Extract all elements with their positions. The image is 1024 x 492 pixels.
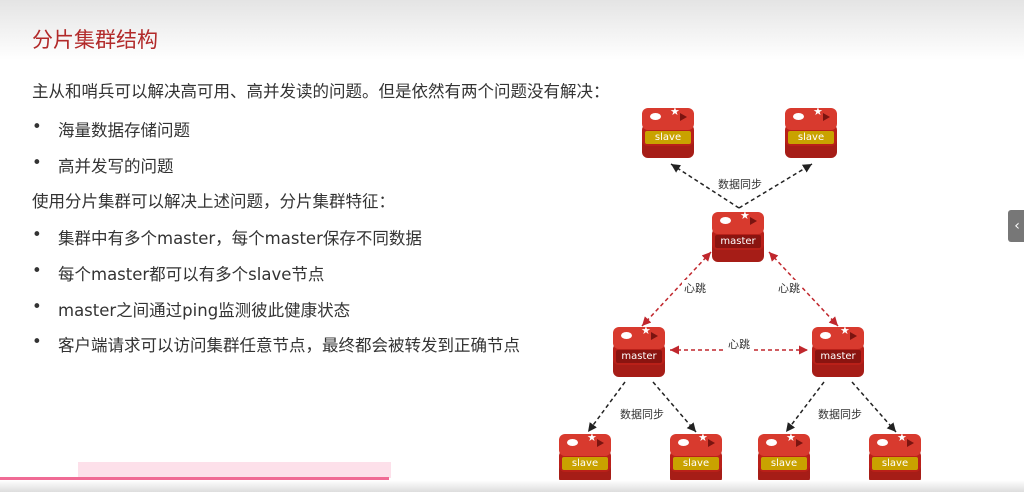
video-bottom-bar [0, 480, 1024, 492]
circle-icon [567, 439, 578, 446]
node-label: master [815, 350, 861, 363]
side-panel-toggle-button[interactable]: ‹ [1008, 210, 1024, 242]
solution-text: 使用分片集群可以解决上述问题，分片集群特征： [32, 192, 395, 211]
node-label: slave [562, 457, 608, 470]
node-label: slave [872, 457, 918, 470]
feature-item: 每个master都可以有多个slave节点 [58, 265, 325, 284]
star-icon: ★ [641, 324, 651, 337]
problem-item: 高并发写的问题 [58, 157, 174, 176]
sync-label: 数据同步 [618, 406, 666, 422]
heartbeat-label: 心跳 [726, 336, 752, 352]
star-icon: ★ [587, 431, 597, 444]
star-icon: ★ [897, 431, 907, 444]
triangle-icon [651, 332, 658, 340]
redis-slave-node: ★ slave [640, 105, 696, 160]
redis-master-node: ★ master [810, 324, 866, 379]
star-icon: ★ [740, 209, 750, 222]
sync-arrow [738, 163, 813, 209]
slide-title: 分片集群结构 [32, 28, 158, 52]
bullet-dot: • [32, 117, 42, 136]
triangle-icon [823, 113, 830, 121]
redis-slave-node: ★ slave [668, 431, 724, 486]
node-label: slave [761, 457, 807, 470]
redis-master-node: ★ master [611, 324, 667, 379]
circle-icon [877, 439, 888, 446]
circle-icon [678, 439, 689, 446]
bullet-dot: • [32, 261, 42, 280]
star-icon: ★ [840, 324, 850, 337]
redis-slave-node: ★ slave [867, 431, 923, 486]
star-icon: ★ [698, 431, 708, 444]
node-label: slave [788, 131, 834, 144]
circle-icon [621, 332, 632, 339]
triangle-icon [907, 439, 914, 447]
bullet-dot: • [32, 225, 42, 244]
bullet-dot: • [32, 332, 42, 351]
circle-icon [793, 113, 804, 120]
star-icon: ★ [813, 105, 823, 118]
triangle-icon [796, 439, 803, 447]
circle-icon [720, 217, 731, 224]
circle-icon [820, 332, 831, 339]
node-label: master [715, 235, 761, 248]
feature-item: 客户端请求可以访问集群任意节点，最终都会被转发到正确节点 [58, 336, 520, 355]
bullet-dot: • [32, 297, 42, 316]
triangle-icon [708, 439, 715, 447]
sync-label: 数据同步 [716, 176, 764, 192]
bullet-dot: • [32, 153, 42, 172]
redis-slave-node: ★ slave [557, 431, 613, 486]
triangle-icon [750, 217, 757, 225]
subtitle-overlay [78, 462, 391, 478]
sync-arrow [785, 381, 825, 433]
sync-arrow [587, 381, 626, 433]
sync-arrow [652, 381, 697, 433]
feature-item: 集群中有多个master，每个master保存不同数据 [58, 229, 422, 248]
redis-slave-node: ★ slave [756, 431, 812, 486]
redis-slave-node: ★ slave [783, 105, 839, 160]
top-bar [0, 0, 1024, 60]
heartbeat-label: 心跳 [776, 280, 802, 296]
heartbeat-label: 心跳 [682, 280, 708, 296]
triangle-icon [597, 439, 604, 447]
circle-icon [650, 113, 661, 120]
redis-master-node: ★ master [710, 209, 766, 264]
triangle-icon [850, 332, 857, 340]
heartbeat-arrow [641, 251, 712, 327]
star-icon: ★ [786, 431, 796, 444]
problem-item: 海量数据存储问题 [58, 121, 190, 140]
node-label: slave [673, 457, 719, 470]
sync-label: 数据同步 [816, 406, 864, 422]
node-label: slave [645, 131, 691, 144]
heartbeat-arrow [768, 251, 839, 327]
intro-text: 主从和哨兵可以解决高可用、高并发读的问题。但是依然有两个问题没有解决： [32, 82, 610, 101]
node-label: master [616, 350, 662, 363]
video-progress-bar[interactable] [0, 477, 390, 480]
triangle-icon [680, 113, 687, 121]
star-icon: ★ [670, 105, 680, 118]
feature-item: master之间通过ping监测彼此健康状态 [58, 301, 351, 320]
circle-icon [766, 439, 777, 446]
